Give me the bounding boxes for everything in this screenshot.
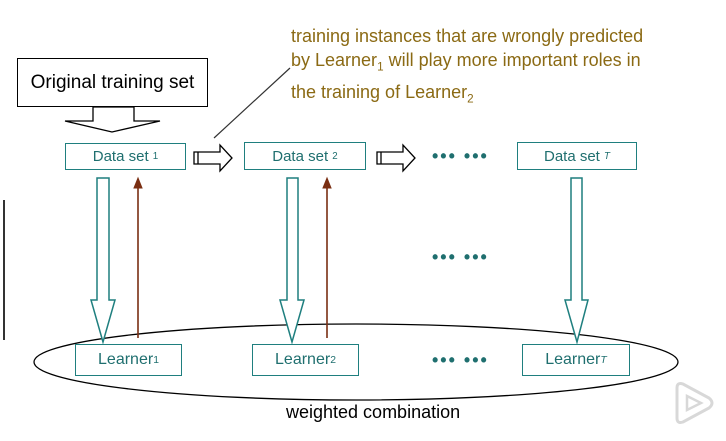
- down-arrow-3: [564, 177, 589, 345]
- original-training-set-label: Original training set: [30, 71, 195, 93]
- dataset-box-2: Data set 2: [244, 142, 366, 170]
- dataset-ellipsis: ••• •••: [432, 146, 489, 166]
- down-arrow-2: [279, 177, 305, 345]
- play-icon[interactable]: [669, 378, 719, 428]
- original-training-set-box: Original training set: [17, 58, 208, 107]
- annotation-line-1: training instances that are wrongly pred…: [291, 26, 644, 46]
- dataset-arrow-1: [193, 143, 233, 173]
- dataset-arrow-2: [376, 143, 416, 173]
- dataset-box-1: Data set 1: [65, 143, 186, 170]
- annotation-pointer-line: [213, 67, 291, 139]
- annotation-line-2: by Learner1 will play more important rol…: [291, 50, 641, 74]
- up-arrow-1: [133, 176, 143, 338]
- annotation-line-3: the training of Learner2: [291, 81, 474, 106]
- learners-ellipse: [33, 323, 679, 401]
- up-arrow-2: [322, 176, 332, 338]
- annotation-text: training instances that are wrongly pred…: [291, 24, 643, 111]
- learner-ellipsis: ••• •••: [432, 350, 489, 370]
- down-arrow-1: [90, 177, 116, 345]
- middle-ellipsis: ••• •••: [432, 247, 489, 267]
- weighted-combination-label: weighted combination: [286, 402, 461, 422]
- original-down-arrow: [64, 106, 161, 133]
- dataset-box-t: Data set T: [517, 142, 637, 170]
